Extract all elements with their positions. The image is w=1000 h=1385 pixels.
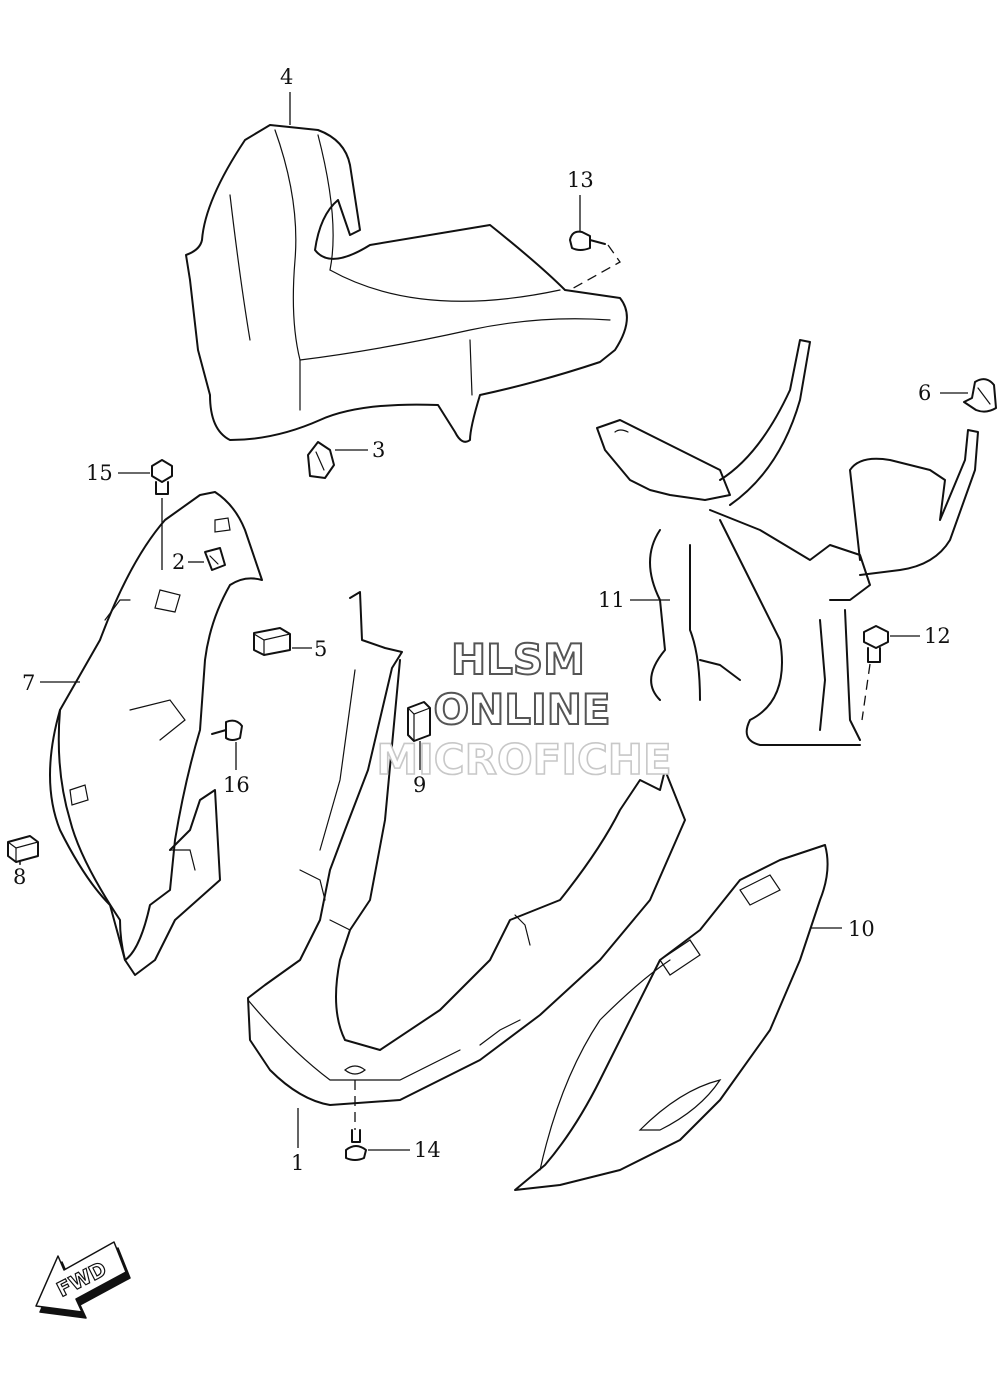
part-14-screw	[345, 1080, 367, 1161]
callout-14: 14	[414, 1138, 441, 1162]
part-8-block	[7, 835, 39, 863]
part-1-lower-cowl	[247, 591, 686, 1106]
part-7-inner-panel	[49, 491, 263, 976]
callout-4: 4	[280, 65, 293, 89]
callout-6: 6	[918, 381, 931, 405]
part-13-screw	[569, 230, 621, 291]
callout-10: 10	[848, 917, 875, 941]
part-6-nut	[963, 378, 997, 413]
part-16-screw	[211, 719, 243, 741]
callout-16: 16	[223, 773, 250, 797]
leader-lines	[19, 92, 968, 1151]
watermark: HLSM ONLINE MICROFICHE	[376, 634, 673, 785]
callout-8: 8	[13, 865, 26, 889]
fwd-arrow: FWD	[35, 1241, 131, 1319]
part-5-block	[253, 627, 291, 656]
part-2-clip	[204, 547, 226, 571]
callout-11: 11	[598, 588, 625, 612]
part-4-upper-cowl	[185, 124, 628, 443]
part-10-side-panel	[514, 844, 829, 1191]
callout-labels: 4 3 13 6 11 12 15 2 7 5 16 8 9 10 1 14	[13, 65, 951, 1175]
callout-7: 7	[22, 671, 35, 695]
callout-3: 3	[372, 438, 385, 462]
callout-9: 9	[413, 773, 426, 797]
watermark-line-3: MICROFICHE	[376, 735, 671, 784]
callout-12: 12	[924, 624, 951, 648]
watermark-line-1: HLSM	[451, 635, 585, 684]
part-3-clip	[307, 441, 335, 479]
part-9-block	[407, 701, 431, 742]
callout-1: 1	[291, 1151, 304, 1175]
part-15-bolt	[151, 459, 173, 570]
part-12-bolt	[861, 625, 889, 721]
watermark-line-2: ONLINE	[433, 685, 610, 734]
callout-5: 5	[314, 637, 327, 661]
callout-2: 2	[172, 550, 185, 574]
callout-13: 13	[567, 168, 594, 192]
callout-15: 15	[86, 461, 113, 485]
